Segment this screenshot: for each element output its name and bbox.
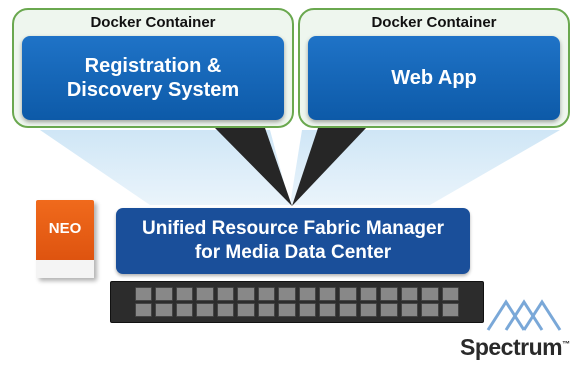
left-projection-fan xyxy=(40,130,290,205)
service-label: Web App xyxy=(391,67,477,89)
switch-port xyxy=(196,303,214,317)
fabric-manager-box: Unified Resource Fabric Manager for Medi… xyxy=(116,208,470,274)
switch-port xyxy=(135,287,153,301)
switch-port xyxy=(135,303,153,317)
container-title: Docker Container xyxy=(371,14,497,31)
neo-label: NEO xyxy=(48,220,82,237)
switch-port xyxy=(380,287,398,301)
switch-port xyxy=(257,303,276,317)
switch-port-row-top xyxy=(135,287,459,301)
switch-port xyxy=(216,303,235,317)
spectrum-wordmark: Spectrum™ xyxy=(460,334,570,361)
fabric-manager-line2: for Media Data Center xyxy=(194,242,392,263)
spectrum-logo-icon xyxy=(486,299,562,331)
switch-port xyxy=(421,287,439,301)
switch-port-row-bottom xyxy=(135,303,459,317)
switch-port xyxy=(237,287,255,301)
switch-port xyxy=(257,287,276,301)
switch-port xyxy=(318,287,337,301)
switch-port xyxy=(318,303,337,317)
switch-port xyxy=(155,303,173,317)
switch-port xyxy=(175,287,194,301)
switch-port xyxy=(400,287,419,301)
left-connector xyxy=(215,128,292,206)
switch-port xyxy=(339,303,357,317)
registration-discovery-service: Registration & Discovery System xyxy=(22,36,284,120)
spectrum-trademark: ™ xyxy=(562,339,570,349)
right-connector xyxy=(292,128,366,206)
web-app-service: Web App xyxy=(308,36,560,120)
right-projection-fan xyxy=(290,130,560,205)
service-label-line1: Registration & xyxy=(84,55,222,77)
neo-box-base xyxy=(36,260,94,278)
docker-container-registration: Docker Container Registration & Discover… xyxy=(12,8,294,128)
switch-port xyxy=(155,287,173,301)
spectrum-label: Spectrum xyxy=(460,334,563,360)
switch-port xyxy=(237,303,255,317)
switch-port xyxy=(298,303,316,317)
switch-port xyxy=(421,303,439,317)
switch-port xyxy=(278,287,296,301)
fabric-manager-line1: Unified Resource Fabric Manager xyxy=(142,218,444,239)
switch-port xyxy=(175,303,194,317)
network-switch xyxy=(110,281,484,323)
neo-product-box: NEO xyxy=(36,200,94,278)
switch-port xyxy=(339,287,357,301)
container-title: Docker Container xyxy=(90,14,216,31)
switch-port xyxy=(298,287,316,301)
switch-port xyxy=(196,287,214,301)
service-label-line2: Discovery System xyxy=(66,79,240,101)
switch-port xyxy=(441,287,459,301)
switch-port xyxy=(380,303,398,317)
docker-container-webapp: Docker Container Web App xyxy=(298,8,570,128)
switch-port xyxy=(216,287,235,301)
switch-port xyxy=(441,303,459,317)
switch-port xyxy=(359,303,378,317)
switch-port xyxy=(278,303,296,317)
switch-port xyxy=(400,303,419,317)
switch-port xyxy=(359,287,378,301)
